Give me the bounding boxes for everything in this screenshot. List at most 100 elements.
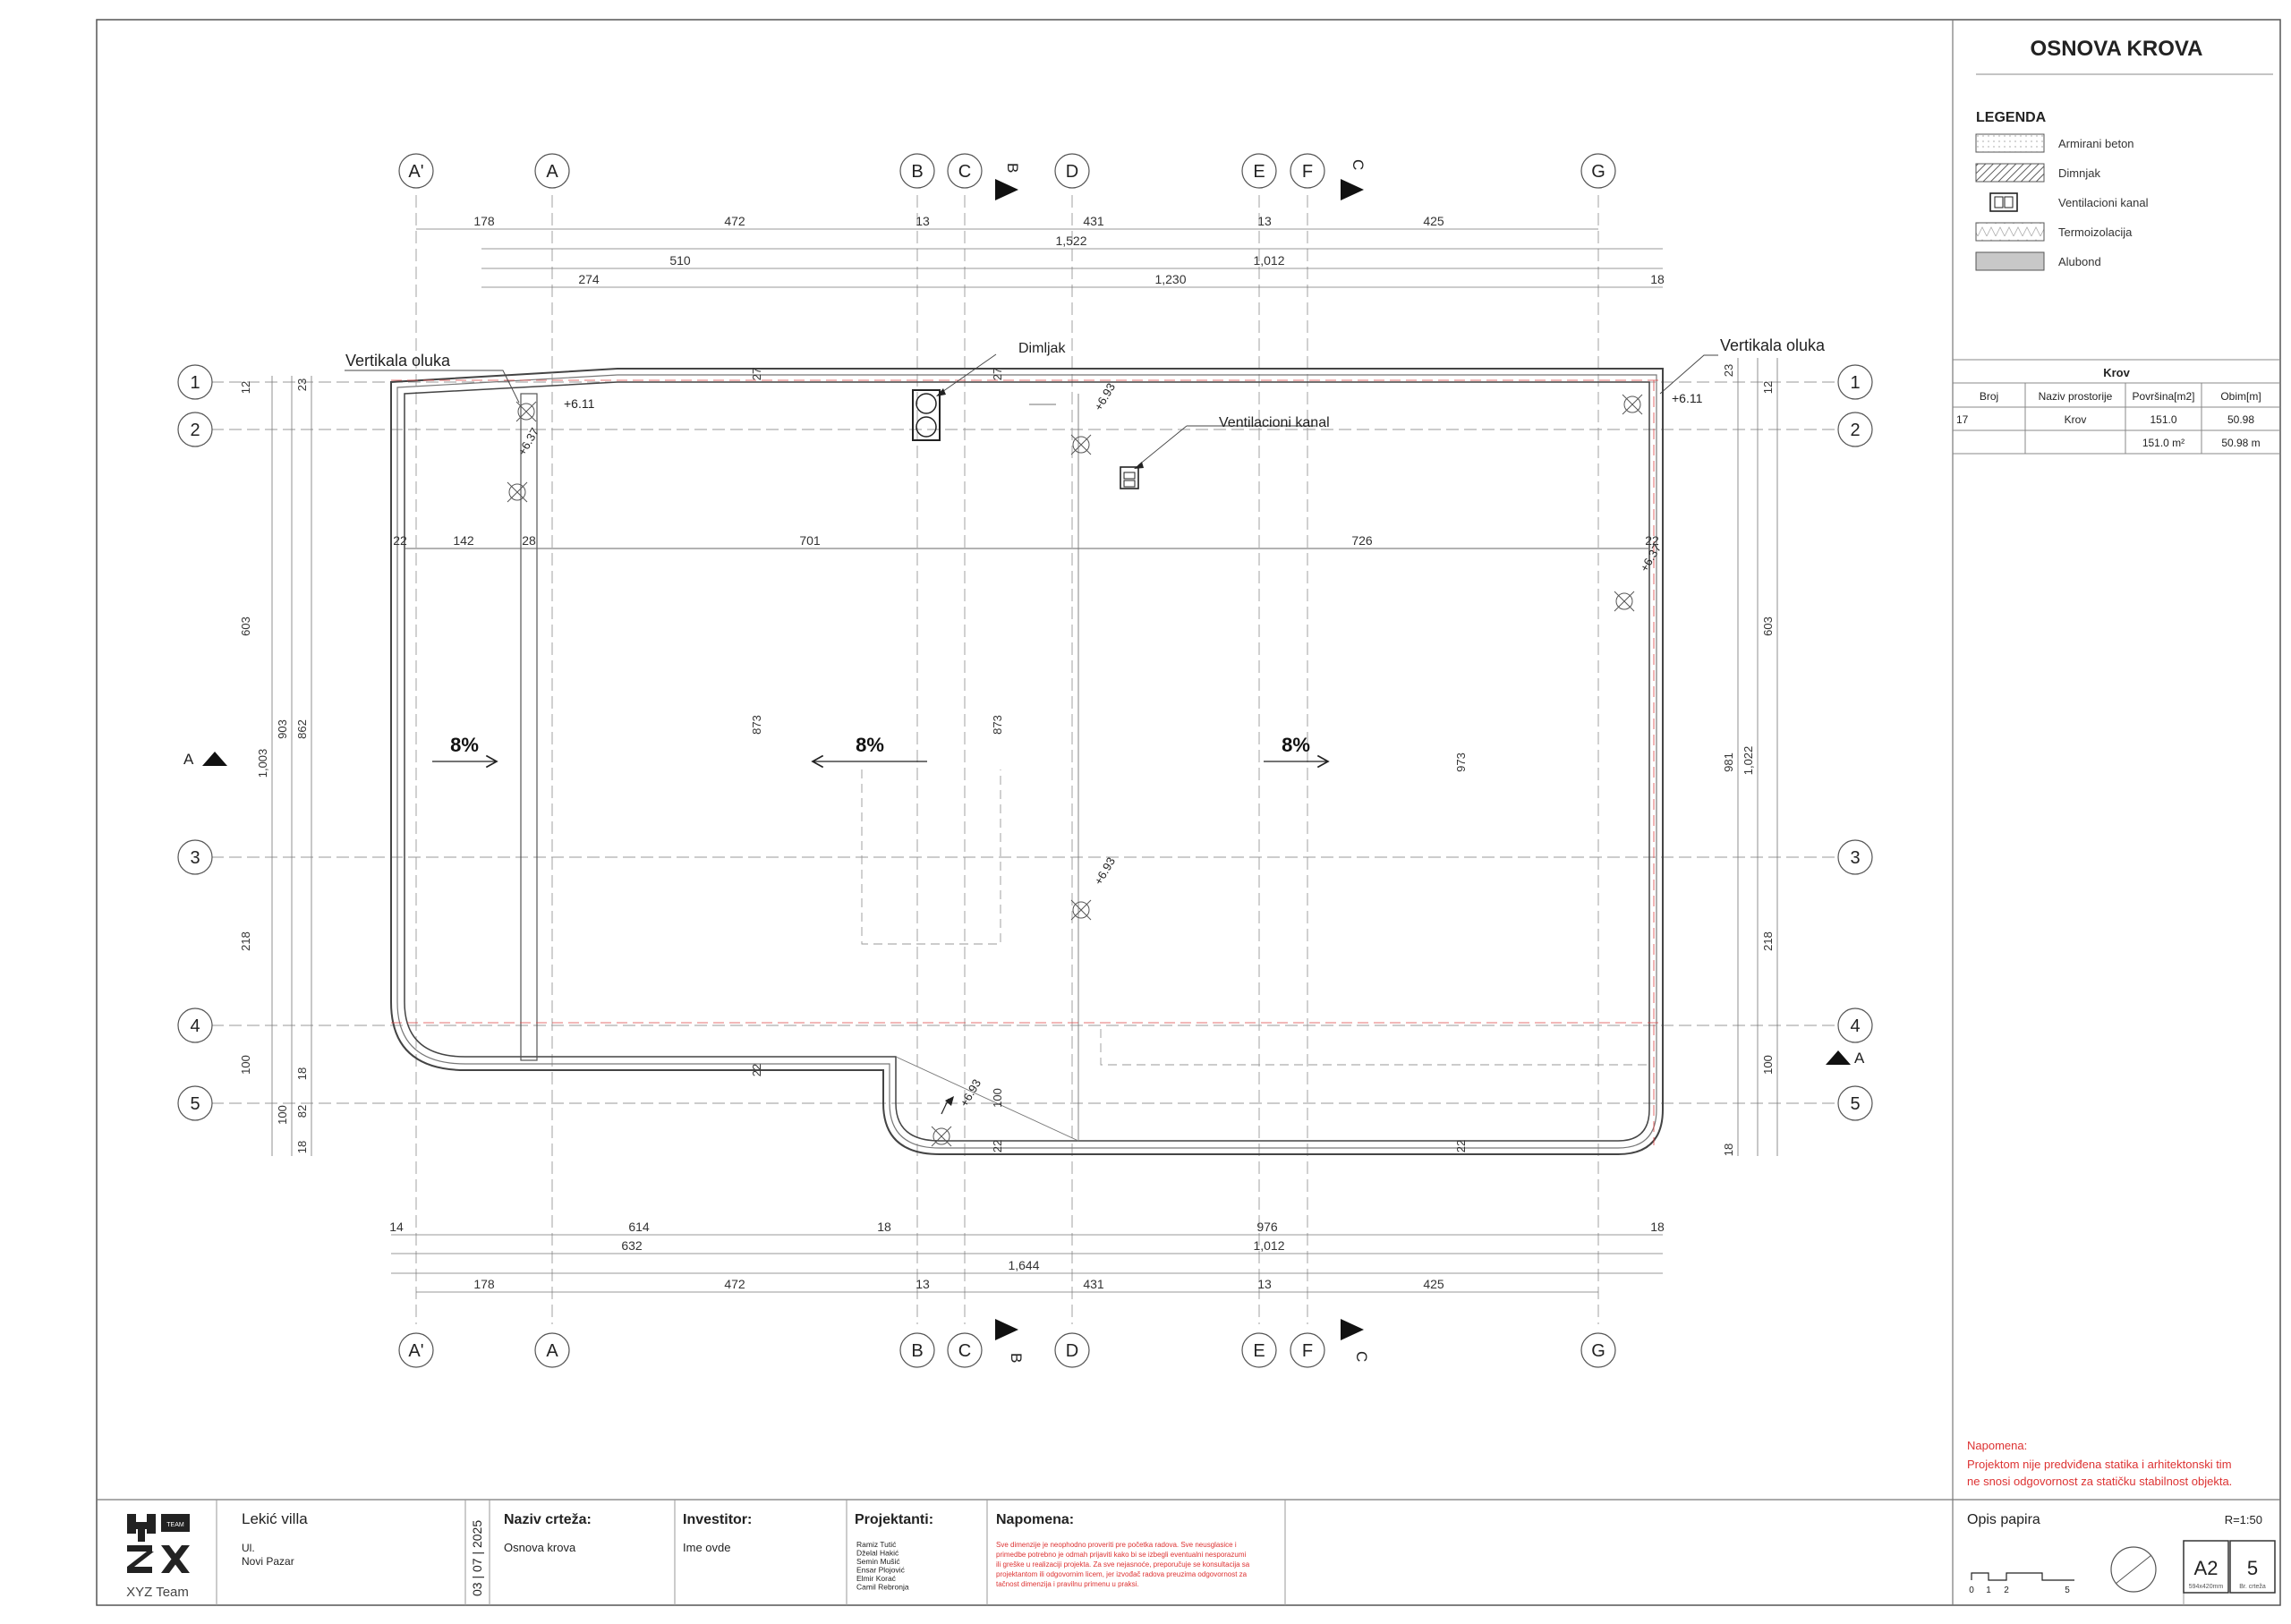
designer-name: Dželal Hakić (856, 1549, 899, 1558)
dimension-text: 425 (1423, 214, 1444, 228)
drain-markers: +6.11+6.37+6.93+6.11+6.37+6.93+6.93 (507, 381, 1703, 1147)
remark-label: Napomena: (996, 1512, 1074, 1527)
ventilation-duct (1120, 425, 1316, 489)
section-a-right-icon (1826, 1050, 1851, 1065)
dimension-text: 1,012 (1253, 253, 1284, 268)
dimension-text: 981 (1722, 752, 1735, 772)
grid-bubble-label: A (546, 1341, 558, 1361)
dimension-text: 431 (1083, 214, 1104, 228)
dimension-text: 701 (799, 533, 821, 548)
slope-label: 8% (856, 734, 884, 756)
dimension-text: 603 (1761, 616, 1775, 636)
dimension-lines (271, 228, 1778, 1293)
slope-label: 8% (450, 734, 479, 756)
grid-bubble-label: 4 (190, 1016, 200, 1036)
table-title: Krov (2103, 366, 2130, 379)
roof-outer-edge (390, 368, 1664, 1155)
paper-size: A2 (2194, 1557, 2219, 1579)
drain-icon (1072, 436, 1090, 454)
legend-label: Ventilacioni kanal (2058, 196, 2149, 209)
dimension-text: 862 (295, 719, 309, 739)
grid-bubble-label: 5 (190, 1094, 200, 1114)
dimension-text: 425 (1423, 1277, 1444, 1291)
scale-tick-label: 5 (2065, 1586, 2070, 1595)
legend-swatch (1975, 222, 2045, 242)
sheet-number-box (2229, 1540, 2276, 1594)
drain-icon-cross (1622, 394, 1643, 415)
table-cell: Krov (2065, 413, 2087, 426)
table-cell: 50.98 (2227, 413, 2254, 426)
section-b-top-label: B (1004, 163, 1021, 173)
remark-line: projektantom ili odgovornim licem, jer i… (996, 1570, 1248, 1578)
grid-bubble (1837, 839, 1873, 875)
dimension-text: 18 (1650, 272, 1665, 286)
dimension-text: 27 (991, 368, 1004, 380)
hidden-line-2 (1100, 1029, 1649, 1066)
grid-bubble (1580, 1332, 1616, 1368)
dimension-text: 22 (750, 1064, 763, 1076)
grid-bubble (177, 1085, 213, 1121)
grid-bubble (534, 153, 570, 189)
sheet-number: 5 (2247, 1557, 2258, 1579)
grid-bubble-label: 1 (1850, 373, 1860, 393)
dimension-text: 873 (750, 715, 763, 735)
grid-bubble (1837, 1008, 1873, 1043)
grid-bubble-label: 5 (1850, 1094, 1860, 1114)
sheet-number-label: Br. crteža (2239, 1584, 2266, 1590)
legend-label: Armirani beton (2058, 137, 2134, 150)
chimney (912, 353, 997, 441)
dimension-text: 472 (724, 214, 745, 228)
remark-line: primedbe potrebno je odmah prijaviti kak… (996, 1551, 1246, 1559)
section-c-top-label: C (1350, 159, 1367, 170)
scale-tick-label: 1 (1986, 1586, 1991, 1595)
dimension-text: 603 (239, 616, 252, 636)
grid-bubble (1837, 1085, 1873, 1121)
dimension-text: 12 (1761, 381, 1775, 394)
drain-icon-cross (1614, 591, 1635, 612)
designer-name: Ensar Plojović (856, 1566, 906, 1575)
date: 03 | 07 | 2025 (470, 1520, 484, 1596)
grid-bubble (1290, 1332, 1325, 1368)
elevation-label: +6.93 (958, 1077, 984, 1110)
remark-line: Sve dimenzije je neophodno proveriti pre… (996, 1541, 1237, 1549)
grid-bubble-label: 2 (1850, 421, 1860, 440)
dimension-text: 13 (1257, 1277, 1272, 1291)
elevation-label: +6.93 (1092, 855, 1118, 888)
north-arrow (2110, 1546, 2157, 1593)
grid-bubble (1290, 153, 1325, 189)
dimension-text: 726 (1351, 533, 1373, 548)
note-label: Napomena: (1967, 1439, 2027, 1452)
dimension-text: 178 (473, 214, 495, 228)
table-total: 50.98 m (2221, 437, 2260, 449)
section-a-right-label: A (1854, 1050, 1865, 1067)
grid-bubble (947, 1332, 983, 1368)
roof-outline (390, 368, 1664, 1155)
dimension-text: 510 (669, 253, 691, 268)
legend-swatch-inner (2004, 196, 2014, 208)
roof-inner-edge (404, 381, 1650, 1142)
drawing-name: Osnova krova (504, 1541, 576, 1554)
section-b-bottom-icon (995, 1319, 1018, 1340)
dimension-text: 274 (578, 272, 600, 286)
dimension-text: 472 (724, 1277, 745, 1291)
grid-bubble (1837, 412, 1873, 447)
dimension-text: 973 (1454, 752, 1468, 772)
grid-bubble-label: 1 (190, 373, 200, 393)
dimension-text: 27 (750, 368, 763, 380)
table-header: Površina[m2] (2132, 390, 2194, 403)
remark-line: tačnost dimenzija i pravilnu primenu u p… (996, 1580, 1139, 1588)
scale-tick-label: 2 (2004, 1586, 2009, 1595)
dimension-text: 22 (991, 1140, 1004, 1152)
scale-text: R=1:50 (2225, 1513, 2262, 1526)
note-line-1: Projektom nije predviđena statika i arhi… (1967, 1458, 2232, 1471)
dimension-text: 18 (295, 1067, 309, 1080)
dimension-text: 431 (1083, 1277, 1104, 1291)
grid-bubble (1054, 1332, 1090, 1368)
section-c-bottom-label: C (1353, 1351, 1370, 1362)
legend-swatch-inner (1994, 196, 2004, 208)
legend-label: Termoizolacija (2058, 225, 2133, 239)
elevation-label: +6.37 (515, 426, 541, 458)
